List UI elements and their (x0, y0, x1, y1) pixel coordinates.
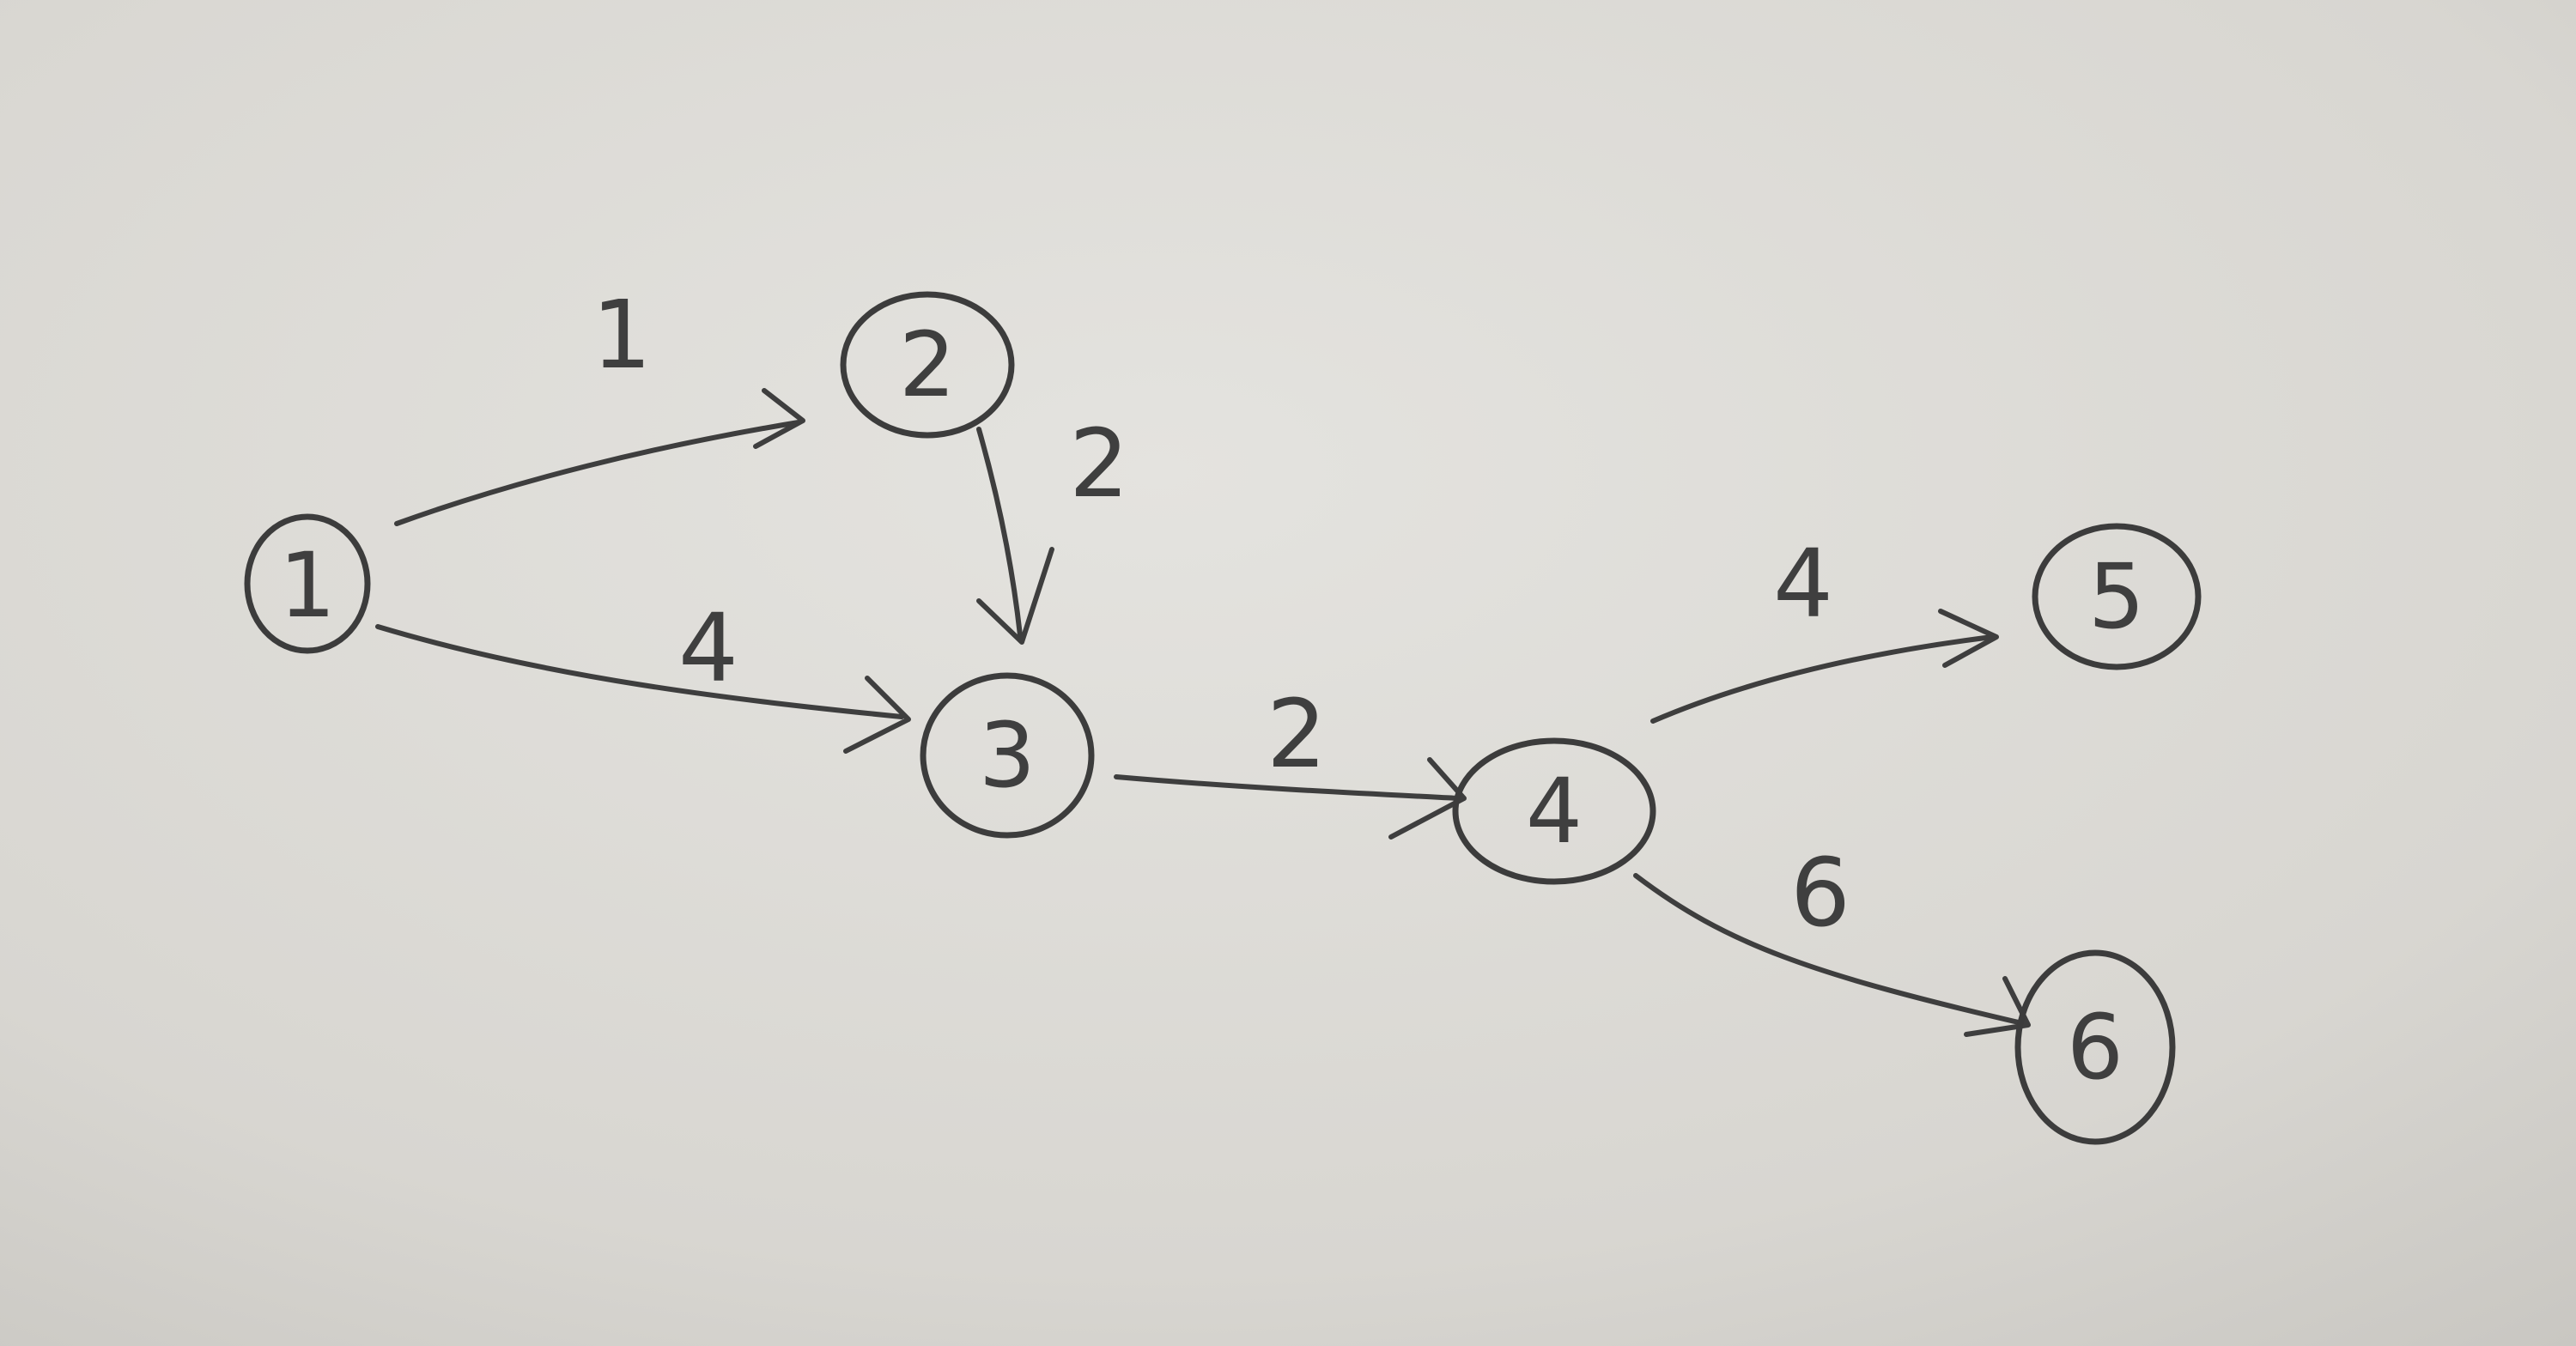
arrowhead-2-3 (976, 547, 1054, 645)
node-6-circle (2014, 949, 2176, 1145)
edge-line-3-4 (1114, 774, 1462, 801)
node-2-circle (840, 291, 1015, 439)
edge-4-6: 6 (1633, 838, 2031, 1037)
edge-weight-4-6: 6 (1790, 838, 1850, 948)
node-1-label: 1 (279, 533, 336, 638)
node-6: 6 (2014, 949, 2176, 1145)
edge-weight-2-3: 2 (1069, 409, 1129, 518)
node-5: 5 (2032, 523, 2202, 670)
edge-3-4: 2 (1114, 679, 1467, 840)
node-4: 4 (1452, 737, 1656, 885)
edges-layer: 1 4 2 2 4 6 (375, 280, 2031, 1037)
node-5-circle (2032, 523, 2202, 670)
edge-4-5: 4 (1650, 529, 1999, 724)
edge-line-4-5 (1650, 634, 1995, 724)
node-6-label: 6 (2067, 995, 2123, 1100)
edge-weight-1-2: 1 (592, 280, 652, 390)
node-1-circle (244, 513, 371, 654)
node-4-label: 4 (1526, 759, 1583, 864)
node-3-label: 3 (979, 703, 1036, 808)
node-3-circle (920, 672, 1095, 839)
edge-2-3: 2 (976, 409, 1129, 645)
node-4-circle (1452, 737, 1656, 885)
node-5-label: 5 (2088, 544, 2145, 649)
nodes-layer: 1 2 3 4 5 6 (244, 291, 2202, 1145)
node-2-label: 2 (899, 312, 956, 417)
edge-1-2: 1 (394, 280, 805, 526)
edge-line-1-2 (394, 420, 801, 526)
arrowhead-3-4 (1388, 757, 1467, 840)
edge-line-2-3 (976, 427, 1023, 638)
node-3: 3 (920, 672, 1095, 839)
arrowhead-1-3 (843, 676, 911, 754)
arrowhead-4-6 (1964, 976, 2031, 1037)
node-1: 1 (244, 513, 371, 654)
edge-1-3: 4 (375, 593, 911, 754)
edge-weight-3-4: 2 (1267, 679, 1327, 789)
edge-line-4-6 (1633, 873, 2025, 1026)
edge-line-1-3 (375, 624, 904, 719)
edge-weight-1-3: 4 (678, 593, 738, 703)
node-2: 2 (840, 291, 1015, 439)
arrowhead-1-2 (753, 388, 805, 449)
edge-weight-4-5: 4 (1773, 529, 1833, 639)
arrowhead-4-5 (1938, 609, 1999, 668)
